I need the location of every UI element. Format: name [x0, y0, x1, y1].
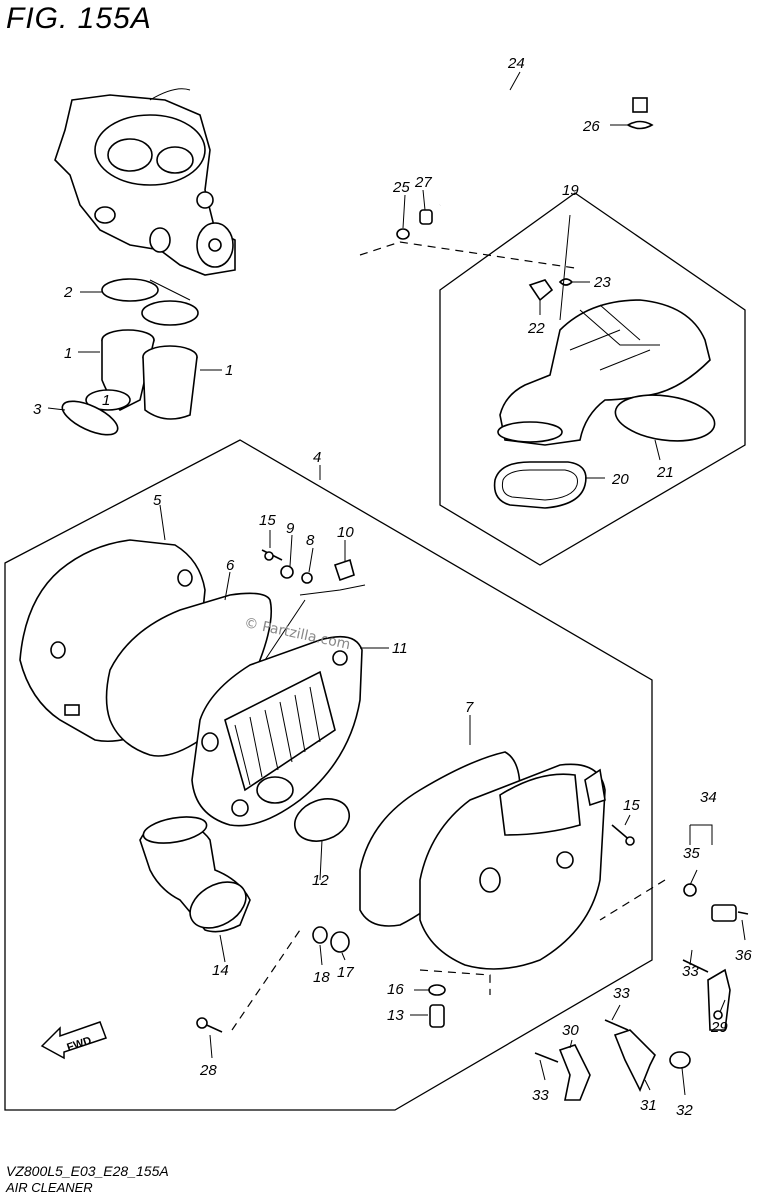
bolt-33a	[604, 1019, 629, 1031]
gasket-12	[294, 798, 350, 842]
label-p18: 18	[313, 969, 330, 986]
fwd-arrow-icon: FWD	[40, 1021, 107, 1060]
label-p32: 32	[676, 1102, 693, 1119]
intake-pipe-1	[85, 329, 198, 420]
bracket-30	[558, 1044, 591, 1101]
label-p4: 4	[313, 449, 321, 466]
label-p20: 20	[611, 471, 629, 488]
leaders	[47, 71, 746, 1096]
label-p33c: 33	[682, 963, 699, 980]
label-p22: 22	[527, 320, 545, 337]
label-p31: 31	[640, 1097, 657, 1114]
label-p10: 10	[337, 524, 354, 541]
label-p9: 9	[286, 520, 295, 537]
label-p5: 5	[153, 492, 162, 509]
sensor-34	[683, 883, 749, 922]
group-box-19	[439, 192, 746, 566]
label-p15b: 15	[623, 797, 640, 814]
pipe-14	[139, 816, 251, 933]
bracket-lines-8-10	[264, 584, 366, 661]
dash-28-18	[231, 929, 301, 1031]
label-p1b: 1	[64, 345, 72, 362]
throttle-body	[54, 88, 236, 276]
element-11	[191, 635, 363, 827]
label-p13: 13	[387, 1007, 404, 1024]
bolt-33b	[534, 1052, 559, 1063]
bolt-33c	[682, 959, 709, 973]
label-p33b: 33	[613, 985, 630, 1002]
label-p25: 25	[392, 179, 410, 196]
label-p12: 12	[312, 872, 329, 889]
label-p8: 8	[306, 532, 315, 549]
grommet-17	[330, 931, 350, 953]
collar-13	[429, 1004, 445, 1028]
clip-25	[396, 228, 410, 240]
grommet-32	[669, 1051, 691, 1069]
collar-18	[312, 926, 328, 944]
label-p29: 29	[710, 1019, 728, 1036]
label-p36: 36	[735, 947, 752, 964]
label-p2: 2	[63, 284, 73, 301]
label-p17: 17	[337, 964, 354, 981]
label-p33a: 33	[532, 1087, 549, 1104]
label-p16: 16	[387, 981, 404, 998]
label-p11: 11	[392, 640, 408, 657]
label-p1c: 1	[225, 362, 233, 379]
clamp-3	[61, 400, 119, 436]
clip-16	[428, 984, 446, 996]
label-p30: 30	[562, 1022, 579, 1039]
label-p26: 26	[582, 118, 600, 135]
label-p3: 3	[33, 401, 42, 418]
label-p24: 24	[507, 55, 525, 72]
clip-26	[626, 120, 654, 130]
label-p14: 14	[212, 962, 229, 979]
footer-name: AIR CLEANER	[6, 1180, 93, 1195]
label-p7: 7	[465, 699, 474, 716]
group-box-4	[4, 439, 653, 1111]
label-p6: 6	[226, 557, 235, 574]
label-p21: 21	[656, 464, 674, 481]
hardware-upper	[261, 549, 355, 584]
dash-15-case	[599, 879, 666, 921]
label-p15a: 15	[259, 512, 276, 529]
bracket-31	[613, 1029, 656, 1092]
figure-title: FIG. 155A	[6, 2, 152, 35]
dash-16	[419, 969, 491, 995]
footer-code: VZ800L5_E03_E28_155A	[6, 1163, 169, 1179]
label-p27: 27	[414, 174, 432, 191]
label-p28: 28	[199, 1062, 217, 1079]
seal-20	[493, 461, 587, 509]
air-cleaner-case	[419, 763, 606, 970]
label-p34: 34	[700, 789, 717, 806]
label-p23: 23	[593, 274, 611, 291]
label-p35: 35	[683, 845, 700, 862]
breather-hose-24	[438, 56, 648, 208]
intake-duct-19	[497, 299, 716, 446]
dash-25-23	[359, 241, 576, 269]
clip-23	[558, 278, 574, 286]
joint-27	[419, 209, 433, 225]
fitting-22	[528, 279, 554, 302]
label-p19: 19	[562, 182, 579, 199]
clamp-2	[101, 278, 199, 326]
label-p1a: 1	[102, 392, 110, 409]
